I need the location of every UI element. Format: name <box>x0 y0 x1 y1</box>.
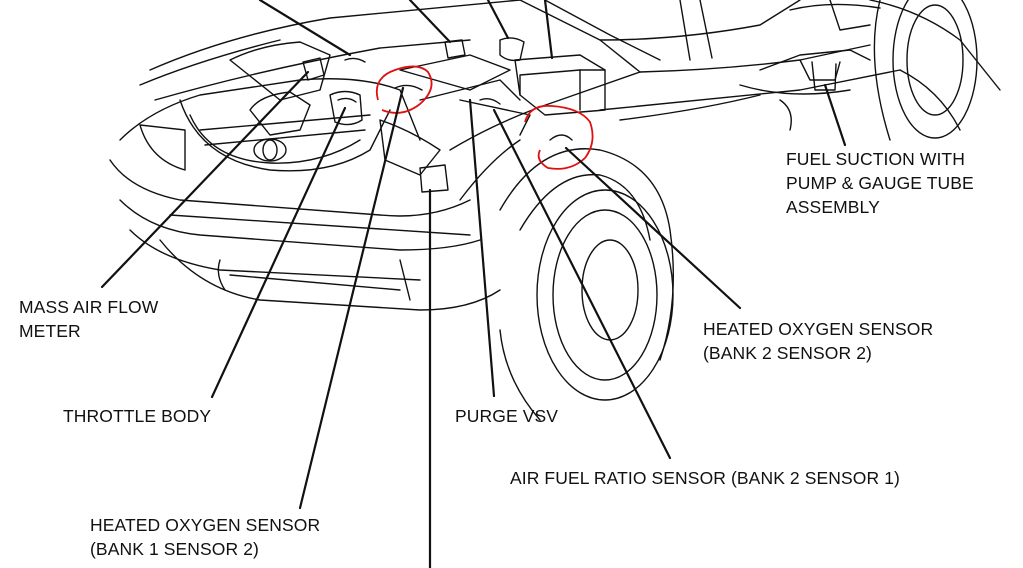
highlight-circle-bank2 <box>524 104 594 170</box>
leader-fuel <box>823 83 847 147</box>
label-line: (BANK 1 SENSOR 2) <box>90 539 259 559</box>
label-line: THROTTLE BODY <box>63 406 212 426</box>
label-line: HEATED OXYGEN SENSOR <box>703 319 934 339</box>
label-line: HEATED OXYGEN SENSOR <box>90 515 321 535</box>
label-line: PURGE VSV <box>455 406 559 426</box>
label-heated-oxygen-sensor-bank1: HEATED OXYGEN SENSOR (BANK 1 SENSOR 2) <box>90 513 320 561</box>
label-mass-air-flow-meter: MASS AIR FLOW METER <box>19 295 158 343</box>
label-purge-vsv: PURGE VSV <box>455 404 558 428</box>
highlight-circle-bank1 <box>375 65 433 114</box>
leader-maf <box>100 70 310 289</box>
leader-top-2 <box>408 0 452 44</box>
label-throttle-body: THROTTLE BODY <box>63 404 211 428</box>
truck-outline <box>109 0 1001 421</box>
label-line: ASSEMBLY <box>786 197 880 217</box>
label-line: PUMP & GAUGE TUBE <box>786 173 974 193</box>
leader-top-4 <box>543 0 554 60</box>
leader-ho1 <box>298 86 405 510</box>
label-line: MASS AIR FLOW <box>19 297 159 317</box>
leader-afr <box>492 108 672 460</box>
leader-purge <box>468 98 496 398</box>
leader-throttle <box>210 106 347 399</box>
label-line: METER <box>19 321 81 341</box>
leader-top-1 <box>258 0 352 57</box>
highlight-circles <box>375 65 594 170</box>
leader-lines <box>100 0 847 568</box>
leader-ho2 <box>564 146 742 310</box>
label-heated-oxygen-sensor-bank2: HEATED OXYGEN SENSOR (BANK 2 SENSOR 2) <box>703 317 933 365</box>
label-air-fuel-ratio-sensor: AIR FUEL RATIO SENSOR (BANK 2 SENSOR 1) <box>510 466 900 490</box>
label-line: AIR FUEL RATIO SENSOR (BANK 2 SENSOR 1) <box>510 468 900 488</box>
label-fuel-suction-assembly: FUEL SUCTION WITH PUMP & GAUGE TUBE ASSE… <box>786 147 974 219</box>
leader-top-3 <box>486 0 510 40</box>
label-line: (BANK 2 SENSOR 2) <box>703 343 872 363</box>
label-line: FUEL SUCTION WITH <box>786 149 965 169</box>
